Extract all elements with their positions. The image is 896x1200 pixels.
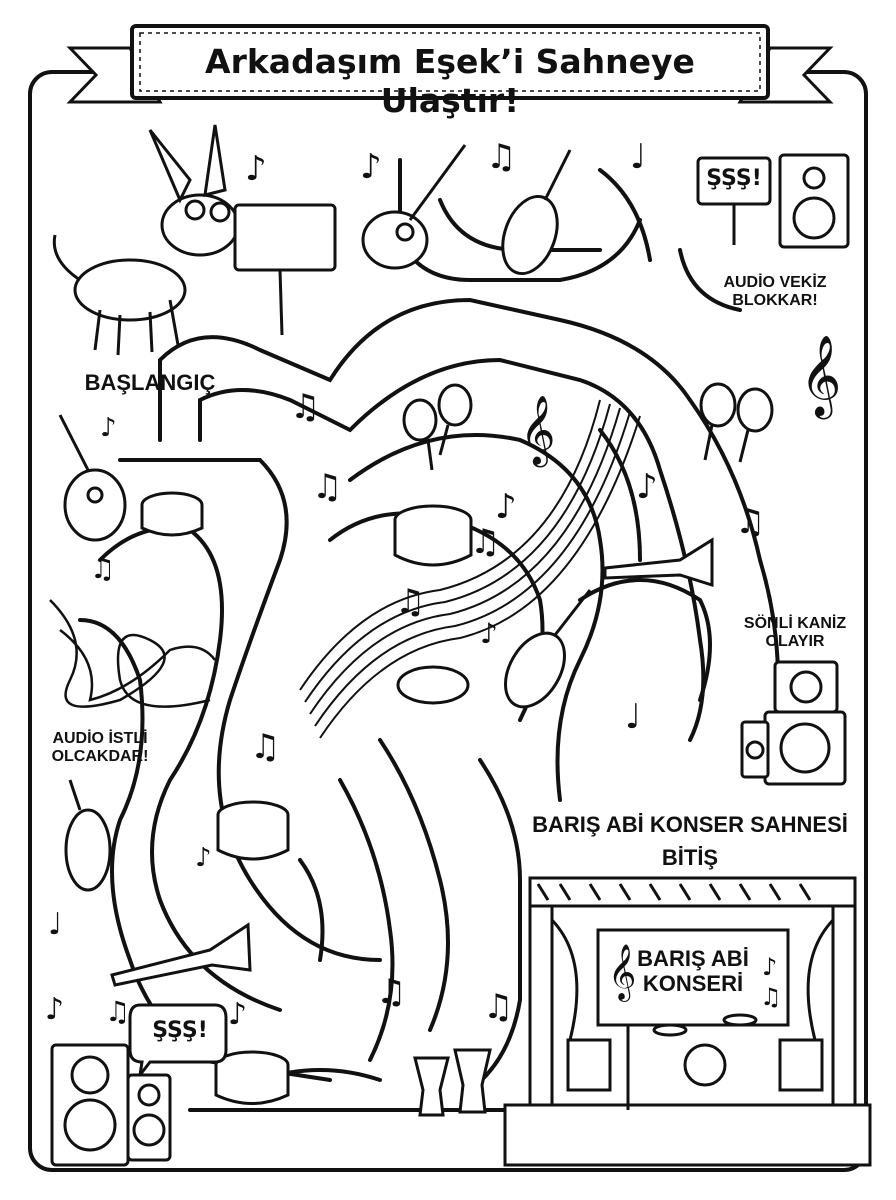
annotation-line: OLCAKDAR! [51, 748, 149, 766]
music-note-icon: ♪ [636, 467, 658, 507]
music-sign-icon [233, 203, 337, 336]
finish-label: BARIŞ ABİ KONSER SAHNESİ BİTİŞ [520, 812, 860, 871]
speech-bubble-text: ŞŞŞ! [152, 1018, 208, 1043]
music-note-icon: ♫ [483, 987, 514, 1027]
treble-clef-icon: 𝄞 [608, 944, 637, 1000]
trumpet-icon [603, 537, 714, 588]
violin-icon [501, 149, 572, 276]
annotation-line: AUDİO İSTLİ [52, 730, 148, 747]
music-note-icon: ♫ [395, 582, 426, 622]
banner-line-1: BARIŞ ABİ [637, 946, 749, 971]
bongo-icon [413, 1048, 492, 1117]
donkey-icon [52, 124, 240, 356]
speaker-icon [740, 660, 847, 786]
violin-icon [504, 589, 592, 709]
music-note-icon: ♫ [376, 972, 407, 1012]
music-note-icon: ♪ [495, 487, 517, 527]
music-note-icon: ♫ [312, 467, 343, 507]
music-note-icon: ♩ [625, 697, 642, 737]
cable-icon [49, 599, 216, 708]
finish-line-1: BARIŞ ABİ KONSER SAHNESİ [532, 812, 848, 837]
music-note-icon: ♫ [250, 727, 281, 767]
annotation-line: SÖNLİ KANİZ [743, 615, 847, 632]
music-note-icon: ♪ [480, 617, 498, 650]
sign-text-top-right: ŞŞŞ! [706, 166, 762, 191]
speaker-icon [50, 1043, 172, 1167]
music-note-icon: ♪ [245, 149, 267, 189]
start-label: BAŞLANGIÇ [84, 370, 216, 395]
drum-icon [393, 504, 473, 567]
music-note-icon: ♫ [90, 552, 116, 585]
guitar-icon [361, 144, 467, 270]
sign-board [696, 156, 772, 245]
music-note-icon: ♪ [762, 953, 778, 981]
music-note-icon: ♫ [735, 502, 766, 542]
annotation-line: AUDİO VEKİZ [723, 274, 827, 291]
title-ribbon [66, 24, 834, 104]
guitar-icon [58, 414, 127, 542]
music-note-icon: ♫ [760, 983, 782, 1011]
finish-line-2: BİTİŞ [661, 845, 719, 871]
violin-icon [64, 779, 112, 892]
drum-icon [214, 1050, 290, 1105]
stage-banner: BARIŞ ABİ KONSERİ [598, 946, 788, 997]
music-note-icon: ♫ [105, 995, 131, 1028]
drum-icon [216, 800, 290, 861]
music-note-icon: ♫ [470, 522, 501, 562]
speech-bubble [128, 1003, 228, 1076]
drum-icon [140, 491, 204, 537]
treble-clef-icon: 𝄞 [800, 334, 842, 416]
music-note-icon: ♫ [290, 387, 321, 427]
tambourine-icon [396, 665, 470, 705]
page-title: Arkadaşım Eşek’i Sahneye Ulaştır! [205, 42, 695, 120]
trumpet-icon [110, 922, 252, 987]
music-note-icon: ♪ [228, 997, 248, 1032]
music-note-icon: ♩ [48, 907, 63, 942]
banner-line-2: KONSERİ [642, 971, 744, 997]
music-note-icon: ♪ [45, 992, 65, 1027]
treble-clef-icon: 𝄞 [520, 395, 556, 465]
annotation-top-right: AUDİO VEKİZ BLOKKAR! [700, 274, 850, 311]
music-note-icon: ♪ [195, 843, 212, 873]
music-staff [299, 399, 641, 739]
maracas-icon [699, 382, 774, 463]
annotation-line: OLAYIR [765, 633, 825, 651]
stage-icon [503, 876, 872, 1167]
music-note-icon: ♫ [486, 137, 517, 177]
annotation-left: AUDİO İSTLİ OLCAKDAR! [35, 730, 165, 767]
annotation-line: BLOKKAR! [732, 292, 818, 310]
music-note-icon: ♪ [360, 147, 382, 187]
annotation-mid-right: SÖNLİ KANİZ OLAYIR [725, 615, 865, 652]
music-note-icon: ♩ [630, 137, 647, 177]
music-note-icon: ♪ [100, 413, 117, 443]
maracas-icon [402, 383, 473, 471]
speaker-icon [778, 153, 850, 249]
